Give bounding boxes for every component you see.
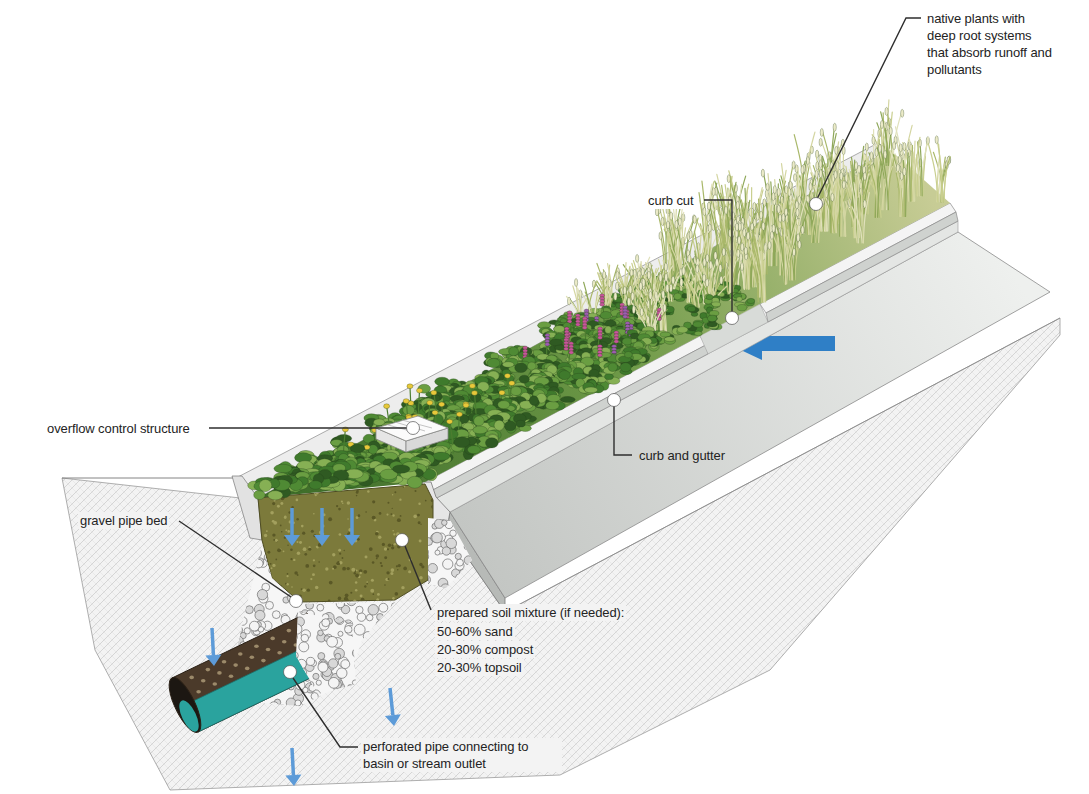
- diagram-stage: native plants with deep root systems tha…: [0, 0, 1089, 794]
